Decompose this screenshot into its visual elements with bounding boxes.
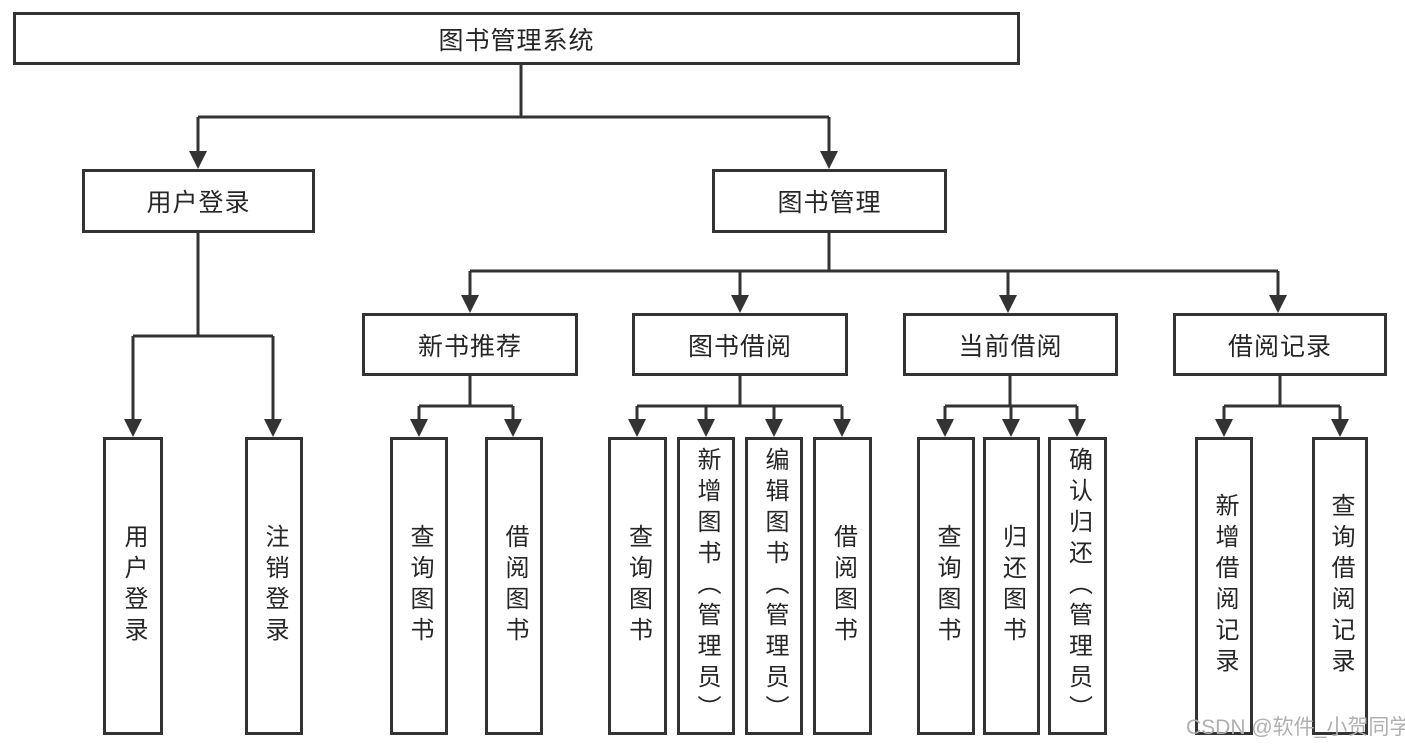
node-label: 图书管理系统 bbox=[438, 26, 595, 55]
node-label: 查询图书 bbox=[933, 524, 960, 648]
arrowhead-icons bbox=[124, 151, 1349, 437]
node-current-borrowing: 当前借阅 bbox=[903, 313, 1118, 376]
node-label: 用户登录 bbox=[120, 524, 147, 648]
node-label: 查询借阅记录 bbox=[1327, 493, 1354, 679]
node-label: 归还图书 bbox=[998, 524, 1026, 648]
leaf-query-books-borrow: 查询图书 bbox=[608, 437, 667, 735]
leaf-return-books: 归还图书 bbox=[983, 437, 1040, 735]
node-library-management-system: 图书管理系统 bbox=[13, 12, 1020, 65]
node-label: 新书推荐 bbox=[417, 332, 522, 361]
leaf-user-login: 用户登录 bbox=[103, 437, 163, 735]
leaf-edit-books-admin: 编辑图书（管理员） bbox=[745, 437, 803, 735]
node-label: 借阅记录 bbox=[1227, 332, 1332, 361]
leaf-add-books-admin: 新增图书（管理员） bbox=[677, 437, 735, 735]
node-label: 当前借阅 bbox=[958, 332, 1063, 361]
node-label: 注销登录 bbox=[261, 524, 288, 648]
node-label: 图书管理 bbox=[777, 189, 882, 217]
node-user-login: 用户登录 bbox=[82, 169, 315, 233]
leaf-borrow-books-recommend: 借阅图书 bbox=[485, 437, 543, 735]
node-label: 编辑图书（管理员） bbox=[761, 446, 788, 726]
leaf-query-books-current: 查询图书 bbox=[917, 437, 975, 735]
leaf-query-books-recommend: 查询图书 bbox=[390, 437, 448, 735]
node-label: 新增图书（管理员） bbox=[693, 446, 720, 726]
leaf-borrow-books: 借阅图书 bbox=[813, 437, 872, 735]
node-label: 借阅图书 bbox=[829, 524, 857, 648]
leaf-add-borrow-record: 新增借阅记录 bbox=[1195, 437, 1253, 735]
node-label: 用户登录 bbox=[146, 189, 251, 217]
node-book-management: 图书管理 bbox=[712, 169, 947, 233]
node-new-book-recommendation: 新书推荐 bbox=[362, 313, 578, 376]
leaf-confirm-return-admin: 确认归还（管理员） bbox=[1048, 437, 1107, 735]
node-label: 新增借阅记录 bbox=[1211, 493, 1238, 679]
watermark: CSDN @软件_小贺同学 bbox=[1186, 716, 1405, 739]
leaf-logout: 注销登录 bbox=[245, 437, 303, 735]
leaf-query-borrow-record: 查询借阅记录 bbox=[1312, 437, 1368, 735]
node-label: 查询图书 bbox=[624, 524, 652, 648]
node-label: 借阅图书 bbox=[501, 524, 528, 648]
node-borrowing-records: 借阅记录 bbox=[1173, 313, 1387, 376]
node-book-borrowing: 图书借阅 bbox=[632, 313, 848, 376]
node-label: 图书借阅 bbox=[687, 332, 792, 361]
node-label: 确认归还（管理员） bbox=[1064, 446, 1092, 726]
node-label: 查询图书 bbox=[406, 524, 433, 648]
